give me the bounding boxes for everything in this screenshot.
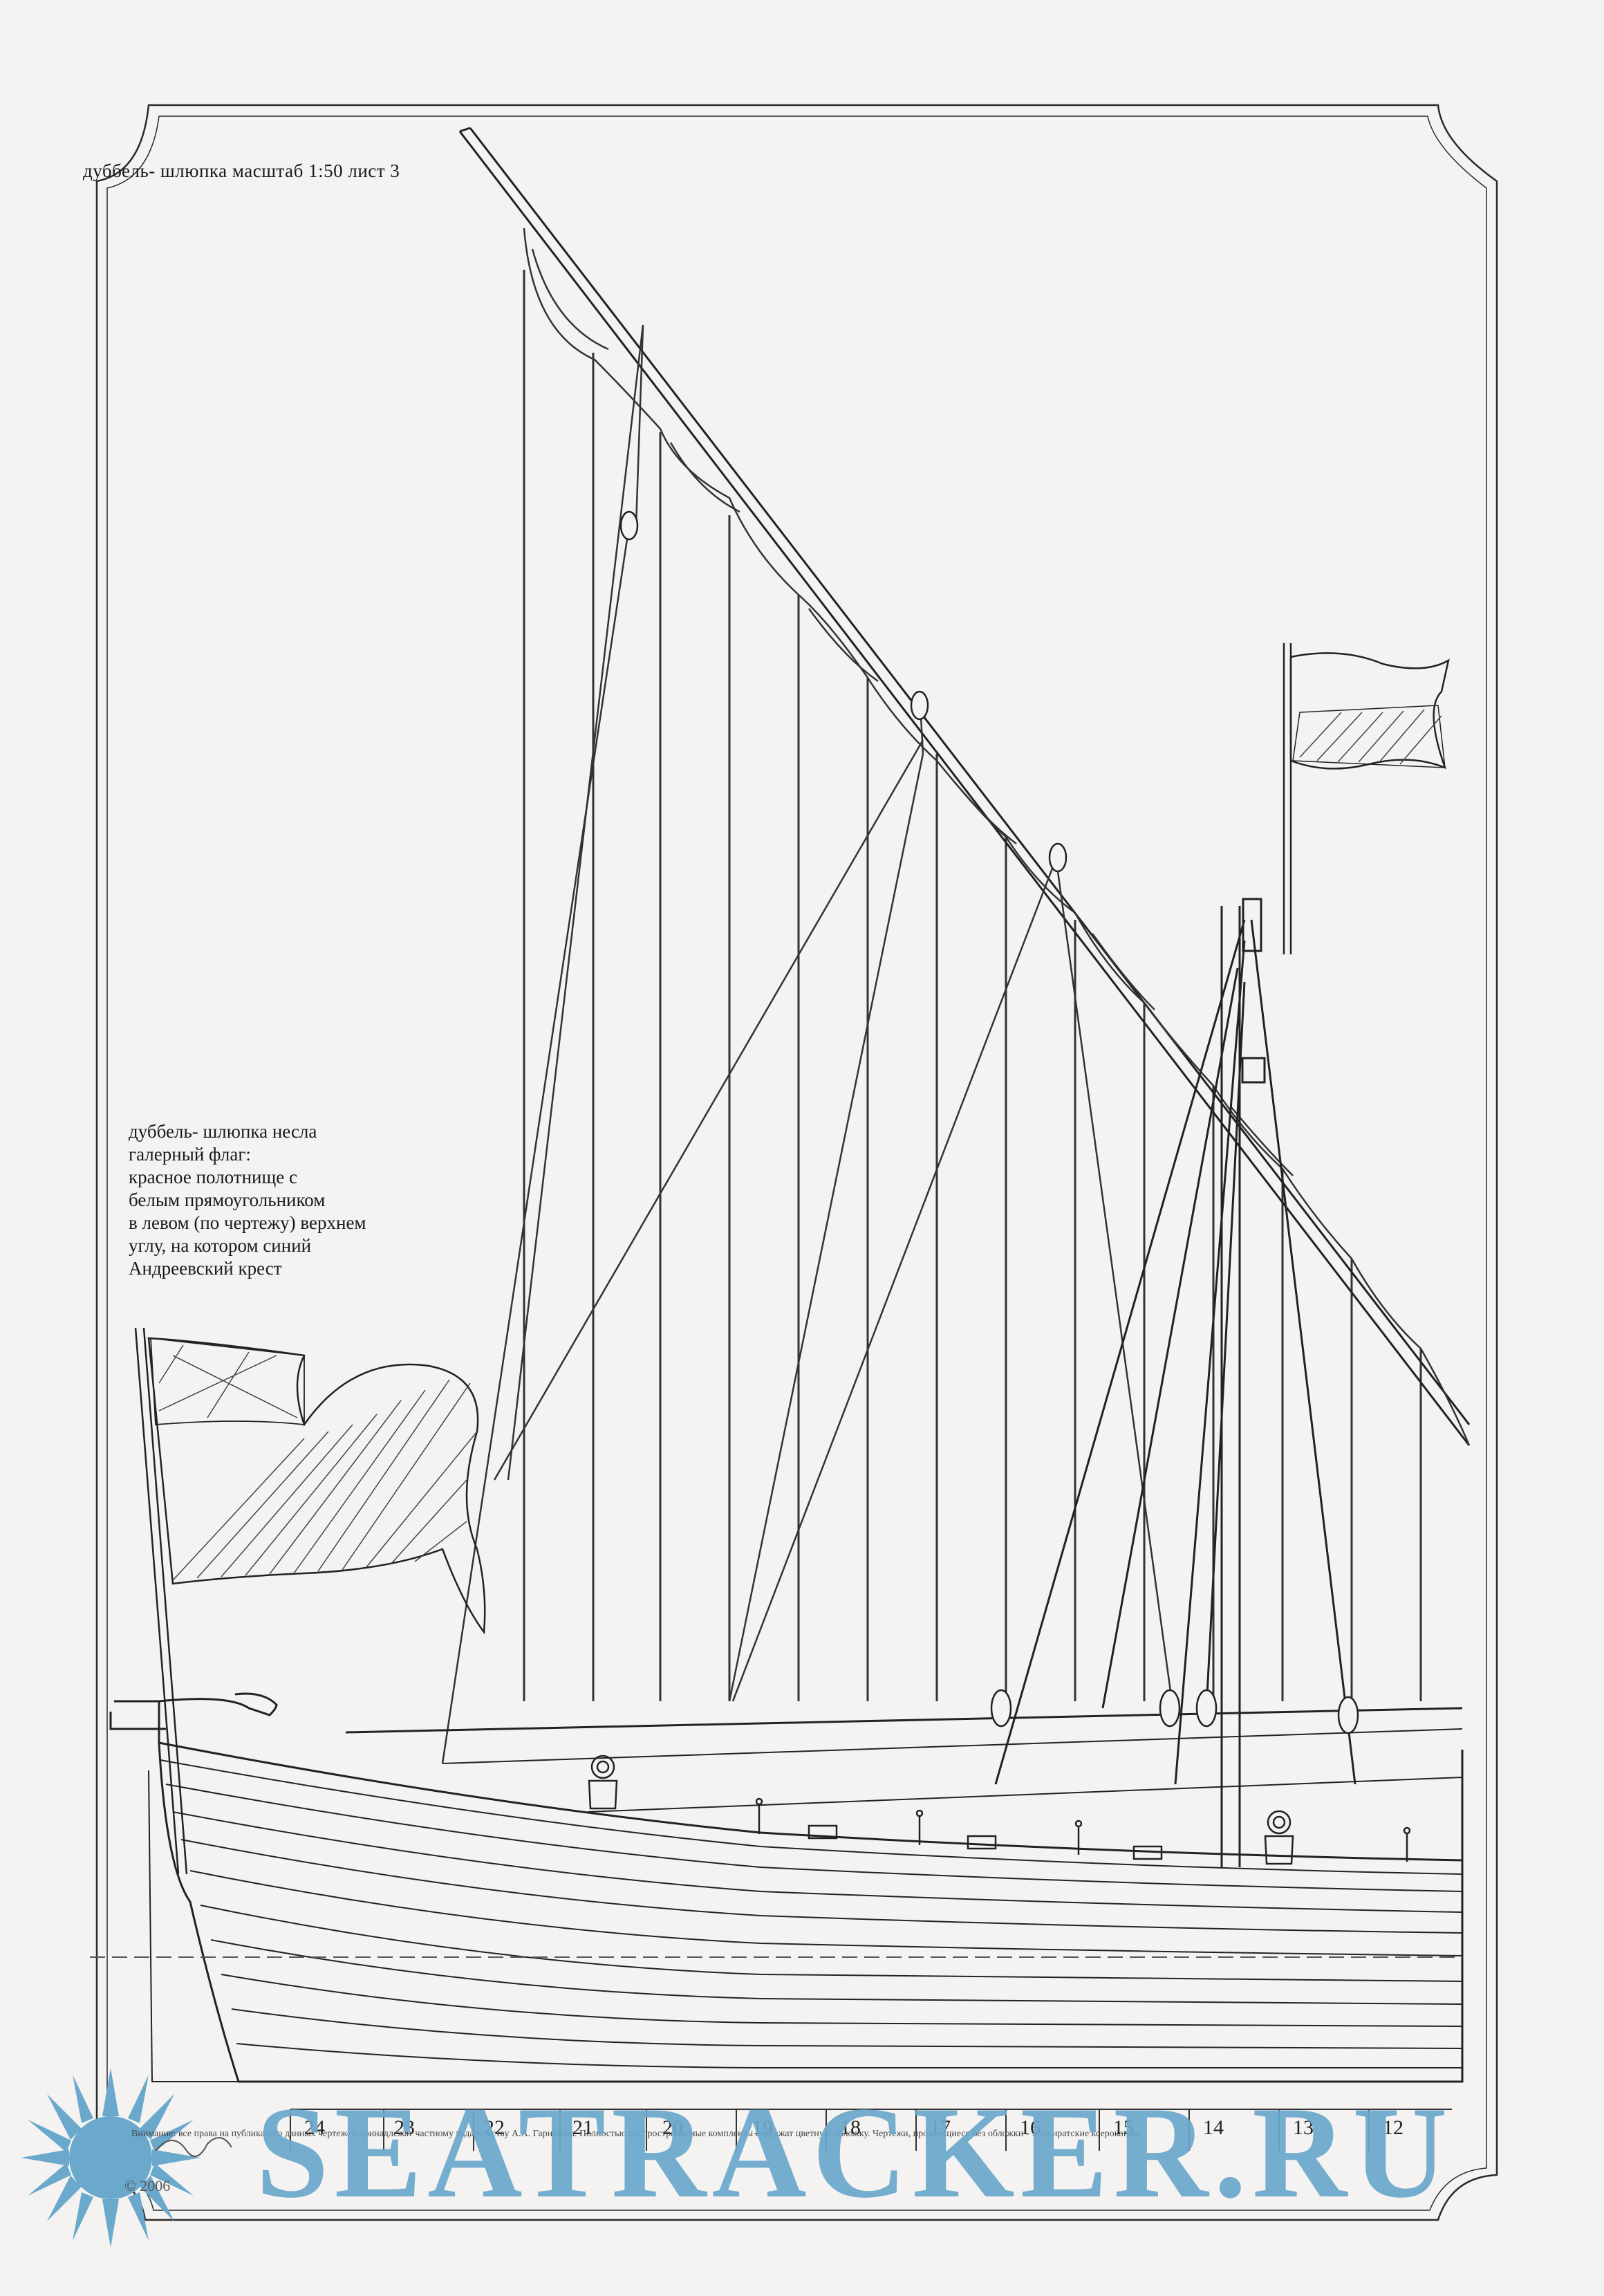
station-label: 17 (930, 2116, 951, 2139)
pennant-hatch (1299, 709, 1442, 765)
station-label: 19 (752, 2116, 773, 2139)
sheet-title: дуббель- шлюпка масштаб 1:50 лист 3 (83, 160, 400, 181)
station-label: 21 (572, 2116, 593, 2139)
station-label: 23 (394, 2116, 415, 2139)
station-label: 14 (1203, 2116, 1224, 2139)
galley-flag (134, 1327, 486, 1875)
swivel-gun-fore (588, 1755, 618, 1810)
rigging (441, 324, 1173, 1764)
station-label: 12 (1383, 2116, 1404, 2139)
station-label: 18 (840, 2116, 861, 2139)
stern-flagstaff (1283, 643, 1450, 954)
copyright-footnote: Внимание: все права на публикацию данных… (131, 2129, 1141, 2139)
seatracker-logo (21, 2068, 200, 2248)
swivel-gun-aft (1264, 1810, 1294, 1865)
copyright: © 2006 (124, 2177, 171, 2194)
station-label: 22 (484, 2116, 505, 2139)
sail-folds (523, 228, 1471, 1446)
station-label: 15 (1113, 2116, 1134, 2139)
station-grid (290, 2109, 1452, 2151)
rigging-blocks (619, 510, 1359, 1734)
station-label: 20 (662, 2116, 683, 2139)
watermark-text: SEATRACKER.RU (256, 2080, 1453, 2225)
mast (994, 898, 1356, 1867)
signature (155, 2137, 232, 2157)
thole-pins (755, 1797, 1411, 1862)
sail-panels (523, 270, 1422, 1701)
station-label: 24 (304, 2116, 325, 2139)
flag-note: дуббель- шлюпка несла галерный флаг: кра… (129, 1121, 366, 1279)
sheet-frame (95, 104, 1498, 2221)
galley-flag-hatch (158, 1344, 478, 1581)
station-label: 13 (1293, 2116, 1314, 2139)
yard-spar (458, 127, 1471, 1446)
hull (109, 1692, 1464, 2083)
station-label: 16 (1020, 2116, 1041, 2139)
